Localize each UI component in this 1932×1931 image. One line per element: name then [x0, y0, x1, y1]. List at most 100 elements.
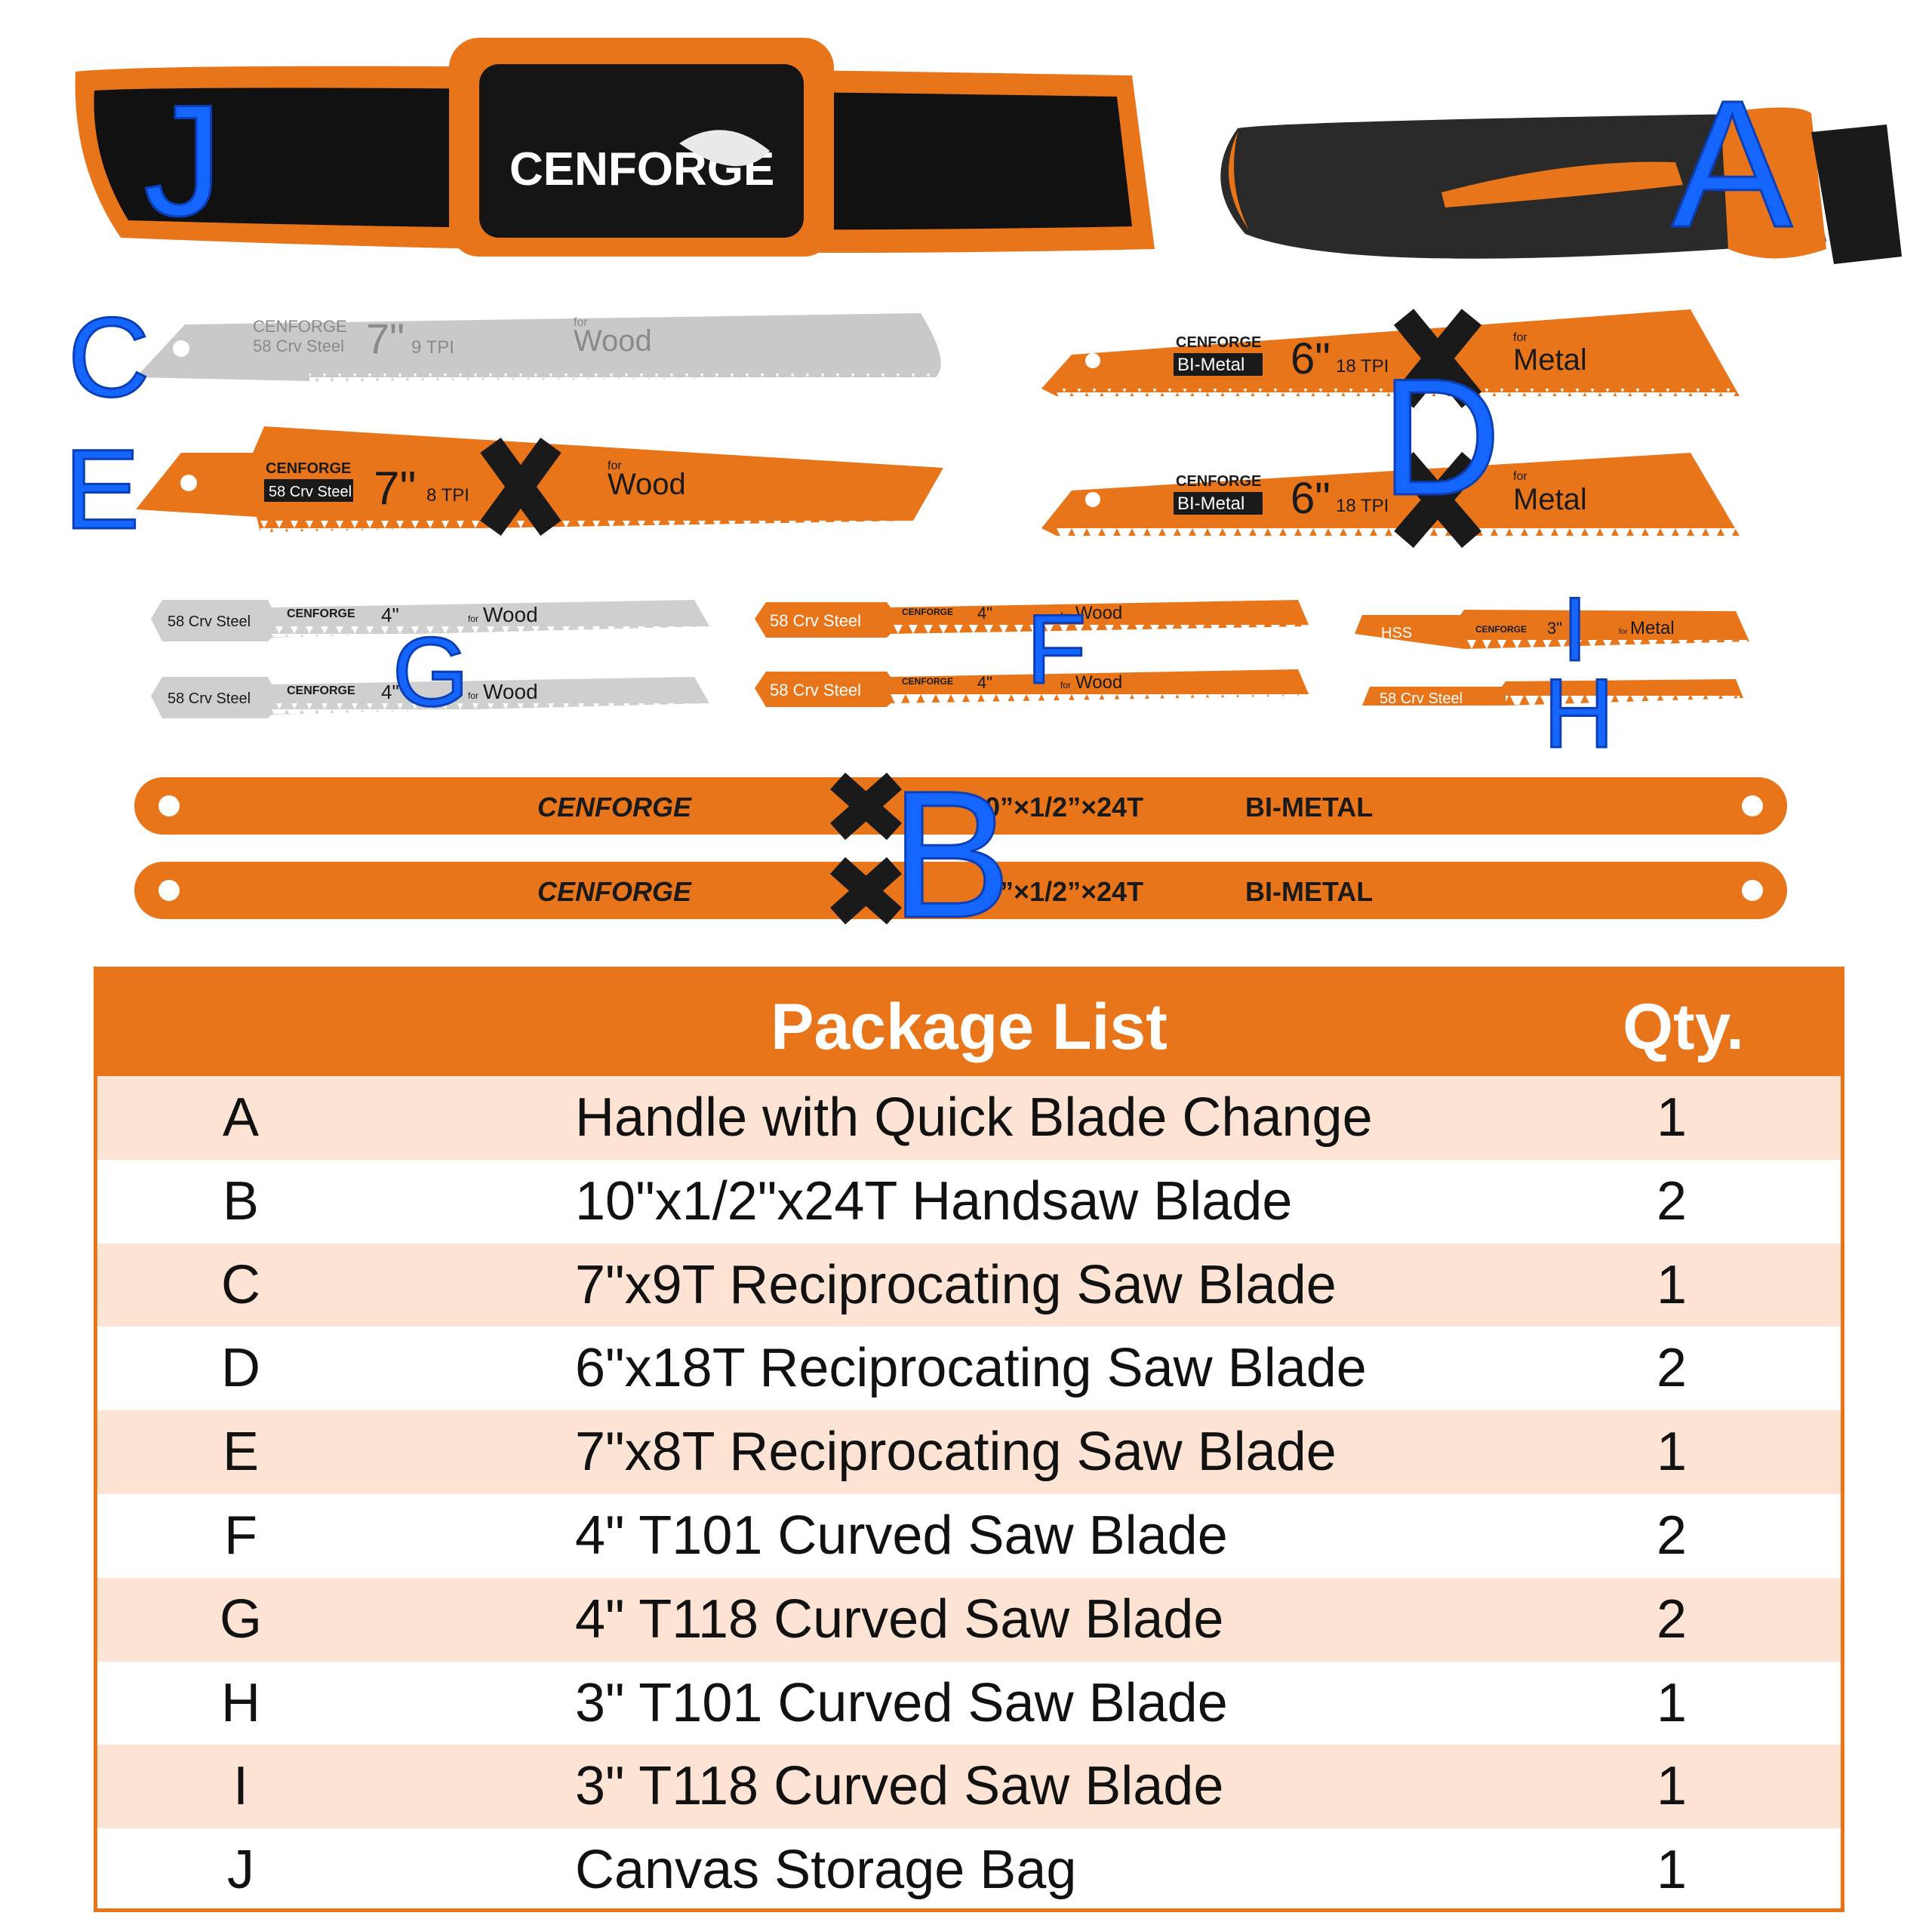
- blade-i-brand: CENFORGE: [1475, 624, 1527, 635]
- blade-d1-brand: CENFORGE: [1176, 334, 1261, 351]
- hacksaw1-spec: 0”×1/2”×24T: [985, 792, 1143, 823]
- storage-bag: CENFORGE J: [75, 38, 1155, 257]
- hacksaw2-material: BI-METAL: [1245, 876, 1373, 907]
- blade-d-bottom: CENFORGE BI-Metal 6" 18 TPI for Metal D: [1041, 343, 1740, 549]
- blade-d2-use: Metal: [1513, 483, 1587, 516]
- blade-f2-use: Wood: [1075, 672, 1122, 693]
- row-code: G: [219, 1588, 262, 1650]
- row-qty: 1: [1656, 1840, 1687, 1901]
- blade-e-use: Wood: [608, 468, 686, 501]
- blade-d1-material: BI-Metal: [1177, 355, 1244, 375]
- blade-g1-material: 58 Crv Steel: [168, 613, 251, 630]
- label-e: E: [64, 426, 140, 552]
- row-qty: 2: [1656, 1170, 1687, 1231]
- blade-e: CENFORGE 58 Crv Steel 7" 8 TPI for Wood …: [63, 425, 943, 554]
- blade-f2-material: 58 Crv Steel: [770, 681, 861, 700]
- row-description: 4" T101 Curved Saw Blade: [575, 1505, 1228, 1566]
- blade-f1-material: 58 Crv Steel: [770, 611, 861, 630]
- blade-f-pair: 58 Crv Steel CENFORGE 4" for Wood 58 Crv…: [755, 593, 1309, 707]
- label-g: G: [392, 617, 469, 727]
- blade-h-material: 58 Crv Steel: [1380, 690, 1463, 707]
- label-a: A: [1672, 63, 1792, 265]
- row-description: 7"x8T Reciprocating Saw Blade: [575, 1422, 1337, 1483]
- row-description: 3" T101 Curved Saw Blade: [575, 1672, 1228, 1733]
- product-photo: CENFORGE J A CENFORGE 58 Crv Steel 7" 9 …: [0, 0, 1932, 958]
- row-description: Canvas Storage Bag: [575, 1840, 1077, 1901]
- label-b: B: [891, 753, 1011, 955]
- blade-f2-brand: CENFORGE: [902, 676, 953, 687]
- blade-i-for: for: [1619, 628, 1628, 636]
- blade-c-for: for: [574, 316, 588, 329]
- row-qty: 2: [1656, 1338, 1687, 1399]
- blade-g2-use: Wood: [483, 680, 538, 703]
- blade-g2-for: for: [468, 690, 478, 701]
- blade-d2-material: BI-Metal: [1177, 494, 1244, 514]
- blade-i-use: Metal: [1630, 618, 1675, 638]
- blade-g1-use: Wood: [483, 603, 538, 626]
- package-list-title: Package List: [771, 991, 1168, 1063]
- blade-f1-size: 4": [977, 604, 992, 623]
- handle: A: [1220, 62, 1902, 266]
- row-code: J: [227, 1840, 254, 1901]
- blade-g1-for: for: [468, 613, 478, 624]
- blade-d1-tpi: 18 TPI: [1336, 356, 1389, 377]
- label-d: D: [1381, 344, 1501, 530]
- label-h: H: [1543, 658, 1614, 768]
- row-description: 7"x9T Reciprocating Saw Blade: [575, 1254, 1337, 1315]
- row-code: H: [221, 1672, 260, 1733]
- row-code: F: [224, 1505, 257, 1566]
- blade-g1-size: 4": [381, 604, 399, 626]
- blade-g1-brand: CENFORGE: [287, 607, 355, 620]
- label-f: F: [1026, 594, 1086, 704]
- blade-c-size: 7": [366, 315, 405, 362]
- row-description: 6"x18T Reciprocating Saw Blade: [575, 1338, 1367, 1399]
- blade-d1-for: for: [1513, 331, 1527, 344]
- blade-c-material: 58 Crv Steel: [253, 337, 344, 355]
- hacksaw1-material: BI-METAL: [1245, 792, 1373, 823]
- blade-e-brand: CENFORGE: [266, 460, 351, 477]
- table-row: B 10"x1/2"x24T Handsaw Blade 2: [97, 1160, 1841, 1244]
- row-qty: 2: [1656, 1505, 1687, 1566]
- row-code: A: [222, 1087, 260, 1148]
- blade-f2-for: for: [1060, 680, 1071, 690]
- label-c: C: [68, 294, 149, 420]
- blade-f2-size: 4": [977, 673, 992, 692]
- hacksaw-blade-1: CENFORGE 0”×1/2”×24T BI-METAL: [134, 772, 1787, 841]
- hacksaw2-spec: 0”×1/2”×24T: [985, 876, 1143, 907]
- label-j: J: [143, 72, 223, 249]
- blade-i-size: 3": [1547, 619, 1562, 638]
- blade-g2-brand: CENFORGE: [287, 684, 355, 697]
- blade-c-brand: CENFORGE: [253, 317, 347, 336]
- table-row: F 4" T101 Curved Saw Blade 2: [97, 1494, 1841, 1578]
- blade-i-material: HSS: [1381, 625, 1412, 641]
- hacksaw-blade-2: CENFORGE 0”×1/2”×24T BI-METAL B: [134, 752, 1787, 957]
- blade-e-material: 58 Crv Steel: [269, 484, 352, 500]
- row-description: Handle with Quick Blade Change: [575, 1087, 1373, 1148]
- row-code: B: [222, 1170, 260, 1231]
- blade-e-for: for: [608, 460, 622, 472]
- row-qty: 1: [1656, 1422, 1687, 1483]
- blade-c-tpi: 9 TPI: [411, 337, 454, 358]
- blade-f1-use: Wood: [1075, 603, 1122, 623]
- blade-g2-material: 58 Crv Steel: [168, 690, 251, 707]
- hacksaw1-brand: CENFORGE: [537, 792, 692, 823]
- blade-d-top: CENFORGE BI-Metal 6" 18 TPI for Metal: [1041, 309, 1740, 408]
- label-i: I: [1562, 579, 1587, 680]
- blade-d1-size: 6": [1291, 334, 1331, 383]
- row-code: I: [232, 1756, 248, 1817]
- blade-d2-size: 6": [1291, 474, 1331, 523]
- blade-e-tpi: 8 TPI: [426, 485, 469, 506]
- blade-g2-size: 4": [381, 681, 399, 703]
- blade-f1-for: for: [1060, 610, 1071, 621]
- blade-d1-use: Metal: [1513, 343, 1587, 377]
- blade-g-pair: 58 Crv Steel CENFORGE 4" for Wood 58 Crv…: [151, 600, 709, 728]
- blade-f1-brand: CENFORGE: [902, 607, 953, 617]
- row-description: 10"x1/2"x24T Handsaw Blade: [575, 1170, 1293, 1231]
